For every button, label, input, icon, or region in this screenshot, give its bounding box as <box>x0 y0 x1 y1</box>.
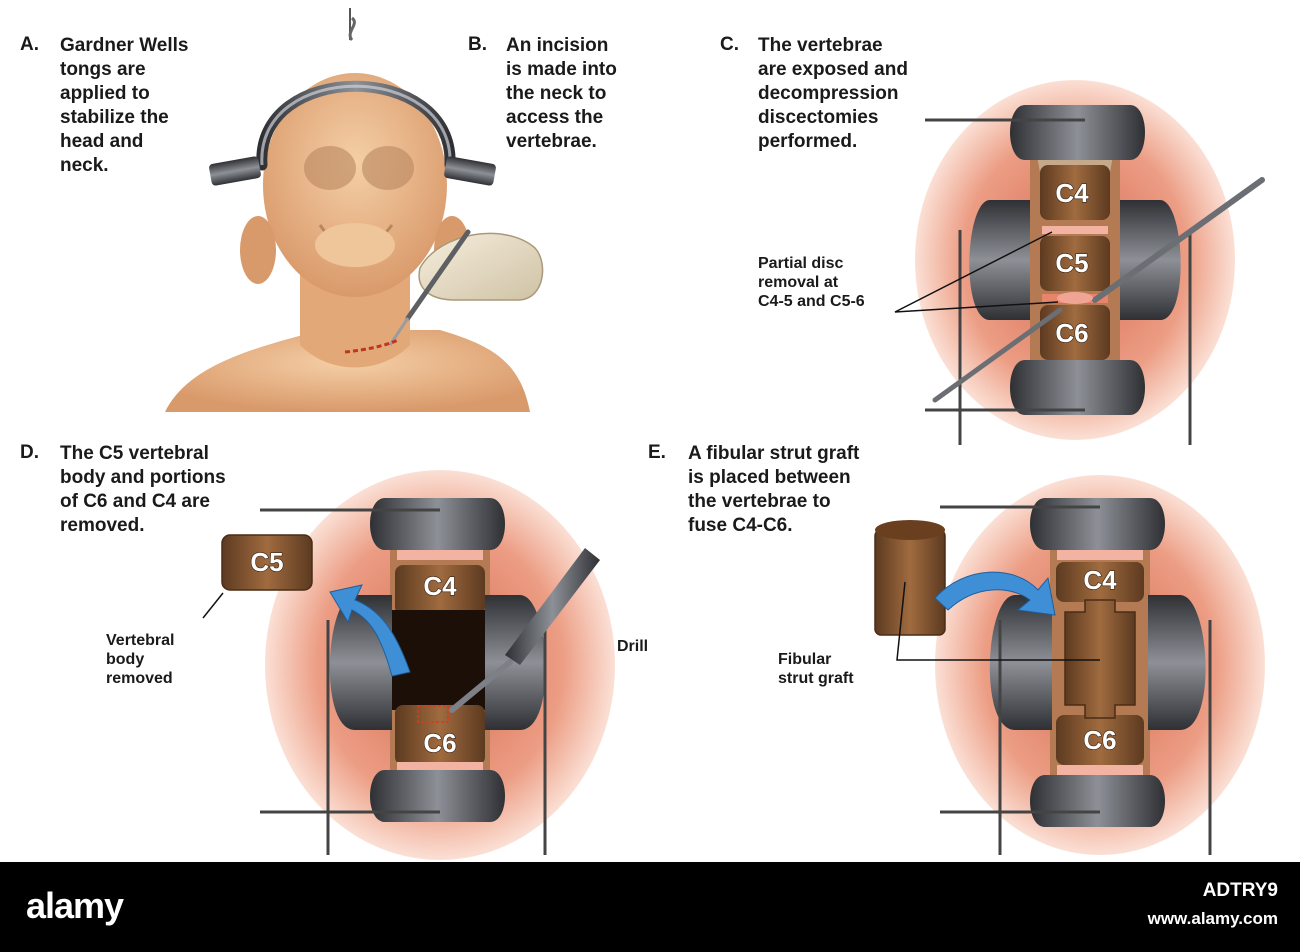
leader-line-d <box>202 592 224 619</box>
c6-label-d: C6 <box>423 728 456 758</box>
c5-label-c: C5 <box>1055 248 1088 278</box>
panel-b-letter: B. <box>468 34 487 55</box>
incision-line <box>344 338 399 354</box>
c5-label-d: C5 <box>250 547 283 577</box>
watermark-bar: alamy ADTRY9 www.alamy.com <box>0 862 1300 952</box>
drill-label: Drill <box>617 638 649 655</box>
c4-label-c: C4 <box>1055 178 1089 208</box>
panel-d-letter: D. <box>20 442 39 463</box>
surgical-field-c: C4 C5 C6 <box>915 80 1265 445</box>
surgical-field-e: C4 C6 <box>874 475 1265 855</box>
leader-line-e <box>896 581 1100 661</box>
panel-a-letter: A. <box>20 34 39 55</box>
site-url: www.alamy.com <box>1147 909 1278 928</box>
panel-e-letter: E. <box>648 442 666 463</box>
c6-label-c: C6 <box>1055 318 1088 348</box>
c4-label-d: C4 <box>423 571 457 601</box>
c4-label-e: C4 <box>1083 565 1117 595</box>
patient-head-figure <box>165 73 530 412</box>
gardner-wells-tongs <box>209 8 496 186</box>
image-code: ADTRY9 <box>1202 880 1278 901</box>
leader-lines-c <box>894 231 1059 313</box>
panel-c-letter: C. <box>720 34 739 55</box>
alamy-logo: alamy <box>26 885 124 926</box>
c6-label-e: C6 <box>1083 725 1116 755</box>
surgical-field-d: C5 C4 C6 <box>221 470 615 860</box>
illustration: C4 C5 C6 C5 C4 C6 <box>165 8 1265 860</box>
